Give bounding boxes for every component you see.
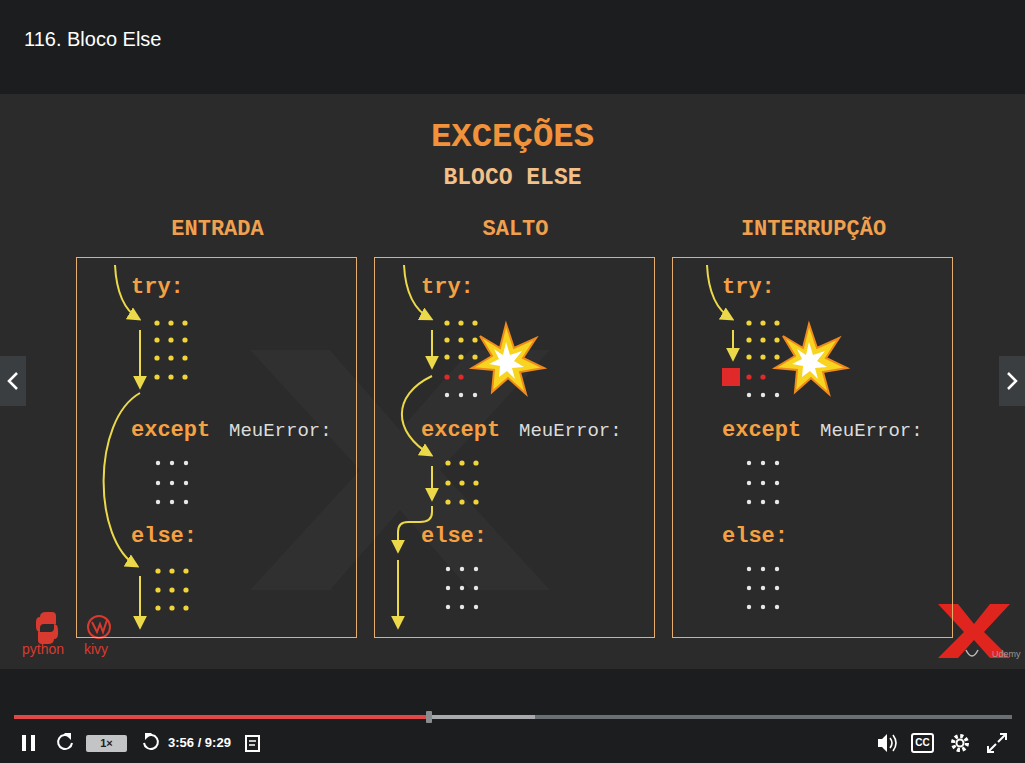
slide-subtitle: BLOCO ELSE bbox=[0, 165, 1025, 191]
keyword: except bbox=[421, 418, 500, 443]
keyword: except bbox=[722, 418, 801, 443]
keyword: else: bbox=[722, 524, 788, 549]
code-panel: INTERRUPÇÃOtry:exceptMeuError:else: bbox=[672, 257, 953, 638]
exception-name: MeuError: bbox=[229, 420, 332, 442]
time-display: 3:56 / 9:29 bbox=[168, 735, 231, 750]
caption-icon: CC bbox=[912, 737, 933, 748]
slide-title: EXCEÇÕES bbox=[0, 118, 1025, 156]
keyword: except bbox=[131, 418, 210, 443]
keyword: else: bbox=[421, 524, 487, 549]
watermark: Udemy bbox=[992, 649, 1021, 659]
keyword: else: bbox=[131, 524, 197, 549]
speed-button: 1× bbox=[86, 737, 127, 749]
panel-heading: INTERRUPÇÃO bbox=[673, 217, 954, 242]
panel-heading: ENTRADA bbox=[77, 217, 358, 242]
logo-text: kivy bbox=[84, 641, 108, 657]
code-panel: ENTRADAtry:exceptMeuError:else: bbox=[76, 257, 357, 638]
video-title: 116. Bloco Else bbox=[24, 28, 162, 51]
panel-heading: SALTO bbox=[375, 217, 656, 242]
code-panel: SALTOtry:exceptMeuError:else: bbox=[374, 257, 655, 638]
keyword: try: bbox=[722, 275, 775, 300]
exception-name: MeuError: bbox=[820, 420, 923, 442]
logo-text: python bbox=[22, 641, 64, 657]
keyword: try: bbox=[421, 275, 474, 300]
exception-name: MeuError: bbox=[519, 420, 622, 442]
keyword: try: bbox=[131, 275, 184, 300]
